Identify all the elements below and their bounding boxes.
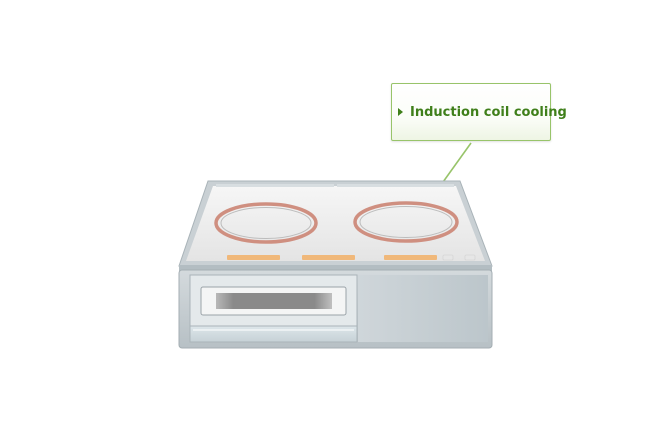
control-button-small-2 [464,254,476,261]
control-pad-right [384,255,437,260]
back-vent-strip-right [337,184,454,187]
right-burner-inner [359,206,453,238]
triangle-right-icon [398,108,403,116]
cooktop-front-lip [179,265,492,271]
grill-drawer-window [216,293,332,309]
control-button-small-1 [442,254,454,261]
grill-drawer-handle [189,325,358,343]
back-vent-strip-left [216,184,334,187]
callout-label: Induction coil cooling [410,104,567,120]
right-burner-ring [353,201,459,243]
left-burner-ring [214,202,318,244]
cooktop-glass-plate [186,186,485,261]
left-burner-inner [220,207,312,239]
control-pad-left [227,255,280,260]
right-cabinet-panel [358,275,488,342]
control-pad-center [302,255,355,260]
induction-coil-cooling-callout: Induction coil cooling [391,83,567,141]
